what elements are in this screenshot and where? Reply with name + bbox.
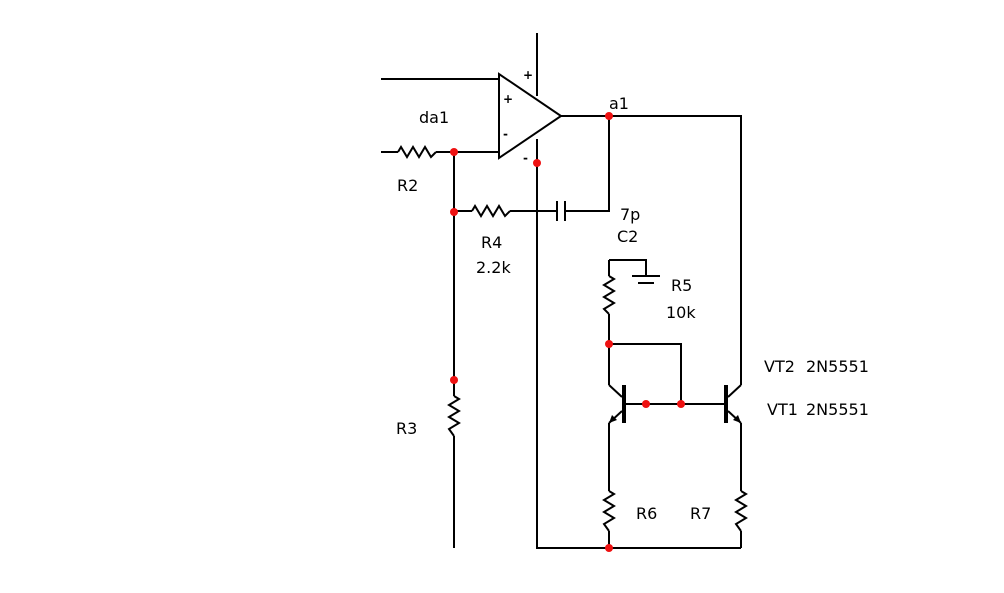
opamp-da1: + - + - da1 a1 bbox=[419, 68, 629, 165]
vt1-name: VT1 bbox=[767, 400, 798, 419]
vt1-part: 2N5551 bbox=[806, 400, 869, 419]
resistor-r5: R5 10k bbox=[602, 275, 696, 322]
r2-zigzag bbox=[397, 145, 437, 159]
resistor-r2: R2 bbox=[397, 145, 437, 195]
r4-value: 2.2k bbox=[476, 258, 511, 277]
opamp-triangle bbox=[498, 72, 563, 160]
junction-node bbox=[642, 400, 650, 408]
diode-connect-wire bbox=[609, 343, 682, 404]
r4-zigzag bbox=[471, 204, 511, 218]
opamp-supply-plus: + bbox=[523, 68, 533, 82]
junction-node bbox=[605, 544, 613, 552]
junction-node bbox=[450, 208, 458, 216]
r2-label: R2 bbox=[397, 176, 418, 195]
r5-top-wire bbox=[609, 259, 647, 275]
capacitor-c2: 7p C2 bbox=[556, 201, 640, 246]
vt2-name: VT2 bbox=[764, 357, 795, 376]
r7-label: R7 bbox=[690, 504, 711, 523]
ground-symbol bbox=[632, 275, 660, 284]
r5-label: R5 bbox=[671, 276, 692, 295]
junction-node bbox=[533, 159, 541, 167]
r5-zigzag bbox=[602, 275, 616, 315]
opamp-minus-pin: - bbox=[503, 127, 508, 141]
r4-label: R4 bbox=[481, 233, 502, 252]
junction-node bbox=[450, 376, 458, 384]
resistor-r7: R7 bbox=[690, 490, 748, 532]
c2-value: 7p bbox=[620, 205, 640, 224]
output-net-label: a1 bbox=[609, 94, 629, 113]
vt2-collector-lead bbox=[727, 384, 742, 398]
junction-node bbox=[450, 148, 458, 156]
junction-node bbox=[605, 340, 613, 348]
supply-minus-wire bbox=[536, 139, 741, 549]
feedback-up-wire bbox=[565, 116, 610, 212]
transistor-vt1 bbox=[608, 384, 626, 424]
resistor-r3: R3 bbox=[396, 395, 461, 438]
r7-zigzag bbox=[734, 490, 748, 532]
vt1-collector-lead bbox=[608, 384, 623, 398]
wires bbox=[381, 33, 742, 549]
c2-label: C2 bbox=[617, 227, 638, 246]
resistor-r4: R4 2.2k bbox=[471, 204, 511, 277]
resistor-r6: R6 bbox=[602, 490, 657, 532]
transistor-labels: VT2 2N5551 VT1 2N5551 bbox=[764, 357, 869, 419]
vt2-part: 2N5551 bbox=[806, 357, 869, 376]
r3-zigzag bbox=[447, 395, 461, 437]
transistor-vt2 bbox=[724, 384, 742, 424]
vt2-emitter-arrow bbox=[733, 415, 741, 423]
output-wire bbox=[561, 115, 742, 385]
junction-node bbox=[677, 400, 685, 408]
opamp-supply-minus: - bbox=[523, 151, 528, 165]
opamp-label: da1 bbox=[419, 108, 449, 127]
r6-zigzag bbox=[602, 490, 616, 532]
junction-nodes bbox=[450, 112, 685, 552]
r6-label: R6 bbox=[636, 504, 657, 523]
r3-label: R3 bbox=[396, 419, 417, 438]
vt1-emitter-arrow bbox=[609, 415, 617, 423]
r5-value: 10k bbox=[666, 303, 696, 322]
junction-node bbox=[605, 112, 613, 120]
opamp-plus-pin: + bbox=[503, 92, 513, 106]
